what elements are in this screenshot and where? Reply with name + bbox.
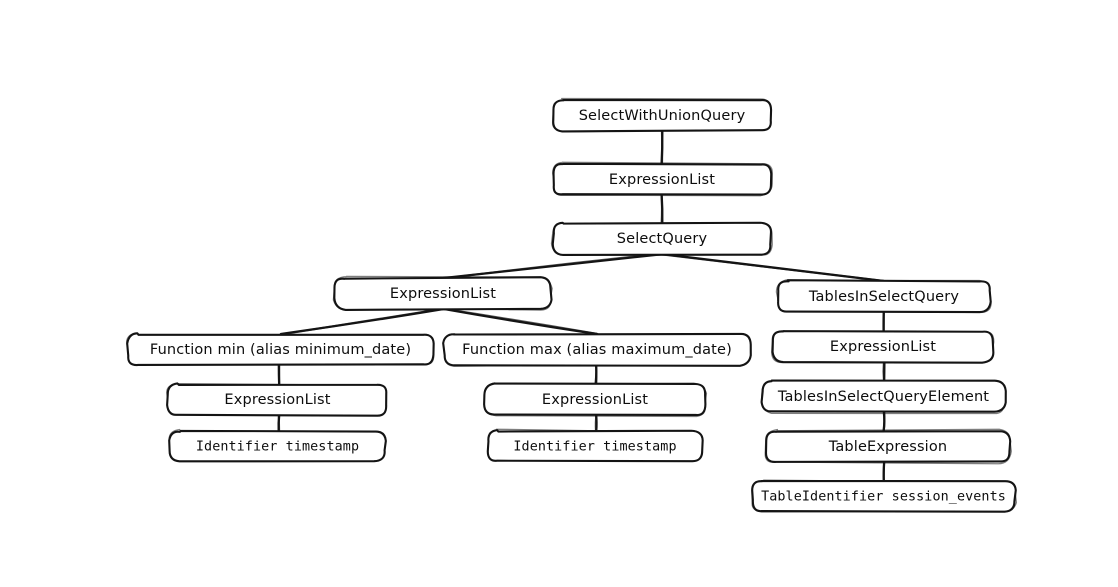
node-box[interactable] [771, 330, 995, 364]
node-box[interactable] [486, 429, 704, 463]
tree-edge [660, 193, 664, 225]
tree-node[interactable]: TablesInSelectQuery [775, 279, 992, 314]
nodes-layer: SelectWithUnionQueryExpressionListSelect… [125, 97, 1018, 513]
node-label: Function max (alias maximum_date) [462, 342, 732, 358]
node-box[interactable] [333, 276, 553, 311]
node-label: Function min (alias minimum_date) [150, 342, 411, 358]
node-label: ExpressionList [609, 172, 715, 188]
tree-edge [882, 360, 886, 383]
node-box[interactable] [168, 429, 387, 463]
node-label: ExpressionList [830, 339, 936, 355]
node-label: SelectWithUnionQuery [579, 108, 746, 124]
node-label: ExpressionList [390, 286, 496, 302]
tree-node[interactable]: ExpressionList [332, 275, 553, 311]
tree-edge [279, 307, 445, 336]
tree-node[interactable]: TableIdentifier session_events [751, 479, 1018, 513]
node-box[interactable] [760, 379, 1007, 413]
node-box[interactable] [442, 332, 752, 367]
node-box[interactable] [764, 430, 1012, 463]
tree-node[interactable]: TablesInSelectQueryElement [760, 379, 1007, 415]
tree-node[interactable]: ExpressionList [166, 382, 388, 417]
tree-node[interactable]: SelectQuery [550, 221, 773, 256]
edges-layer [277, 130, 886, 483]
tree-edge [594, 413, 598, 433]
tree-edge [441, 307, 599, 336]
tree-node[interactable]: ExpressionList [552, 161, 773, 197]
tree-edge [660, 130, 664, 166]
node-label: Identifier timestamp [196, 440, 359, 455]
node-box[interactable] [552, 162, 773, 196]
node-label: TablesInSelectQueryElement [777, 389, 989, 405]
tree-edge [441, 252, 664, 280]
node-label: TablesInSelectQuery [808, 289, 959, 305]
node-label: TableIdentifier session_events [761, 490, 1006, 505]
tree-node[interactable]: Identifier timestamp [486, 428, 704, 463]
tree-node[interactable]: Identifier timestamp [168, 428, 387, 463]
tree-node[interactable]: TableExpression [764, 428, 1012, 465]
node-label: Identifier timestamp [513, 440, 676, 455]
node-box[interactable] [777, 279, 992, 314]
tree-edge [882, 410, 886, 432]
tree-edge [660, 252, 886, 283]
tree-node[interactable]: Function min (alias minimum_date) [125, 332, 435, 367]
node-box[interactable] [551, 221, 773, 256]
node-label: TableExpression [828, 439, 947, 455]
tree-edge [277, 363, 281, 386]
node-box[interactable] [483, 382, 707, 417]
node-box[interactable] [166, 382, 388, 417]
tree-node[interactable]: ExpressionList [770, 330, 995, 364]
node-box[interactable] [751, 479, 1017, 513]
tree-node[interactable]: ExpressionList [483, 382, 708, 418]
node-label: ExpressionList [224, 392, 330, 408]
tree-edge [594, 363, 598, 386]
node-label: ExpressionList [542, 392, 648, 408]
tree-node[interactable]: SelectWithUnionQuery [552, 97, 773, 133]
node-label: SelectQuery [617, 231, 708, 247]
tree-node[interactable]: Function max (alias maximum_date) [442, 332, 752, 367]
node-box[interactable] [552, 99, 773, 133]
tree-edge [277, 413, 281, 433]
node-box[interactable] [126, 332, 435, 367]
